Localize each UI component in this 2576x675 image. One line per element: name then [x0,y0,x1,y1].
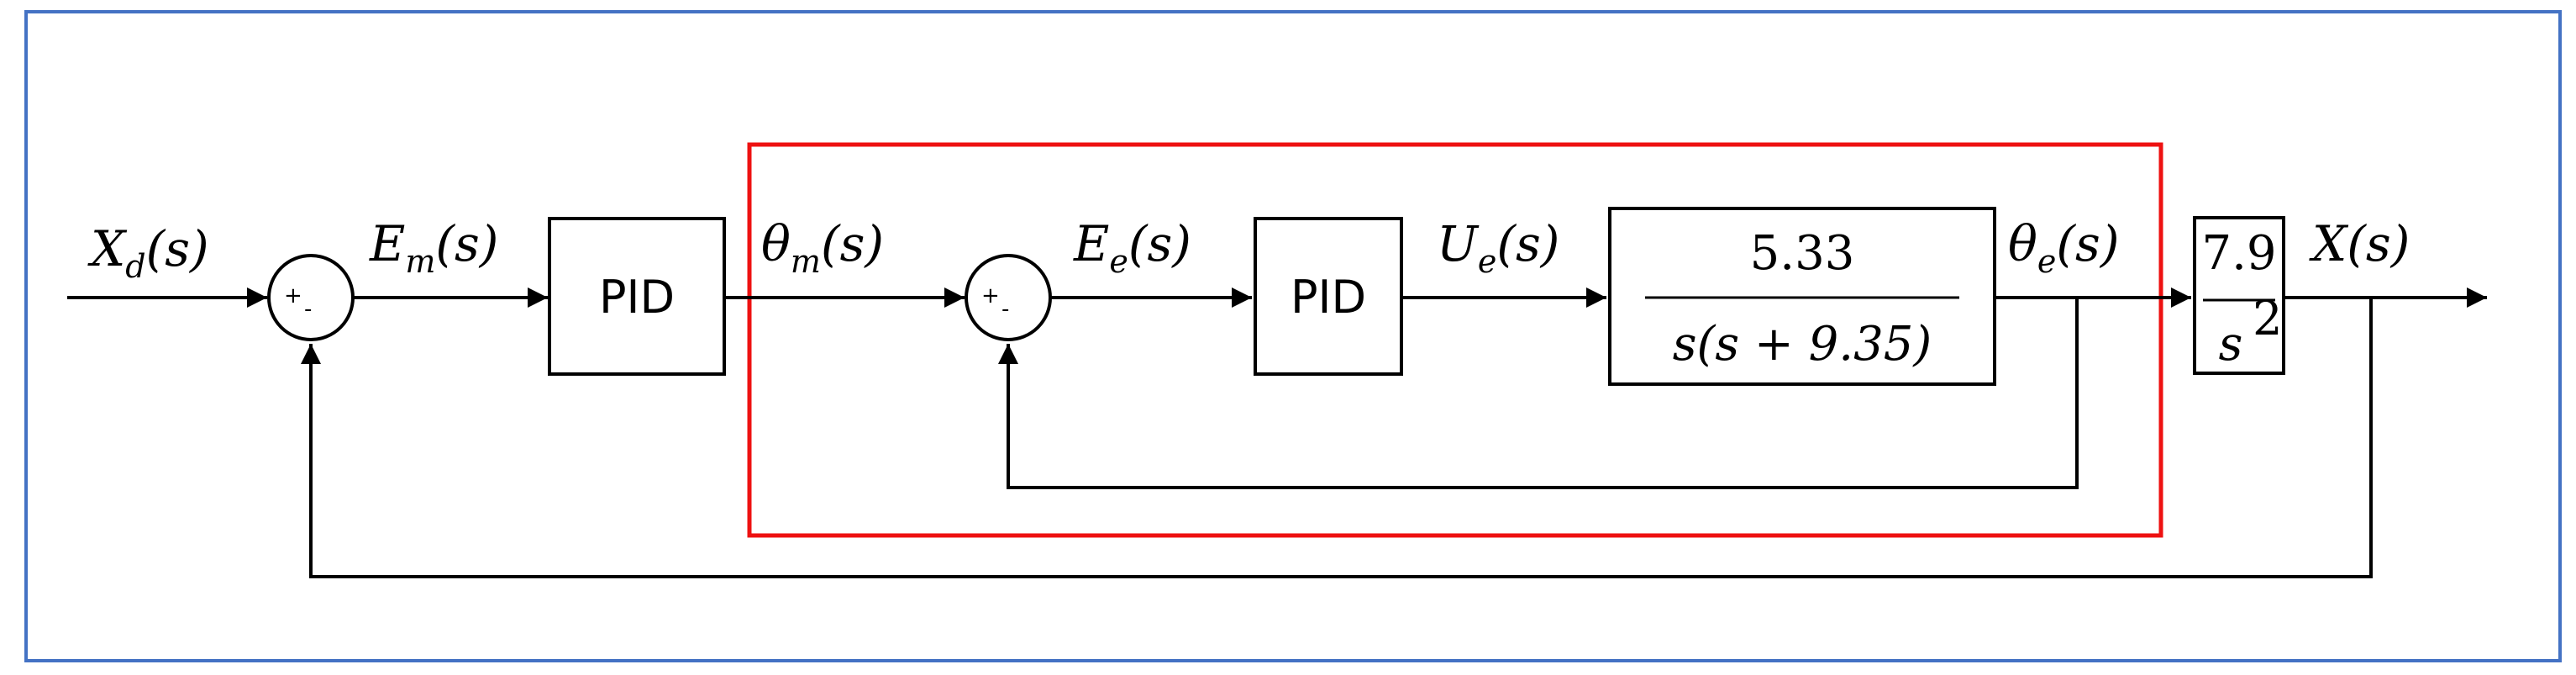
outer-feedback-wire [301,298,2373,578]
inner-pid-block: PID [1254,217,1403,376]
inner-sum-minus: - [1001,297,1009,322]
diagram-frame [24,10,2562,662]
output-signal-label: X(s) [2309,215,2410,272]
plant-denominator: s(s + 9.35) [1673,317,1932,372]
outer-sum-plus: + [284,283,302,308]
outer-plant-exponent: 2 [2253,292,2283,346]
input-signal-label: Xd(s) [87,220,209,285]
outer-pid-block: PID [548,217,726,376]
inner-pid-label: PID [1291,271,1366,324]
outer-plant-denominator: s [2219,317,2243,372]
outer-plant-numerator: 7.9 [2201,226,2276,281]
inner-summing-junction: + - [965,254,1052,341]
inner-output-label: θe(s) [2008,215,2119,280]
inner-loop-highlight [747,142,2163,538]
outer-summing-junction: + - [267,254,355,341]
outer-controller-output-label: θm(s) [761,215,884,280]
inner-feedback-wire [998,298,2079,489]
plant-transfer-block: 5.33 s(s + 9.35) [1608,207,1996,386]
inner-error-label: Ee(s) [1073,215,1191,280]
outer-plant-block: 7.9 s 2 [2193,216,2285,375]
outer-error-label: Em(s) [369,215,498,280]
plant-numerator: 5.33 [1750,226,1855,281]
outer-sum-minus: - [304,297,312,322]
outer-pid-label: PID [599,271,675,324]
inner-sum-plus: + [981,283,1000,308]
inner-controller-output-label: Ue(s) [1437,215,1559,280]
